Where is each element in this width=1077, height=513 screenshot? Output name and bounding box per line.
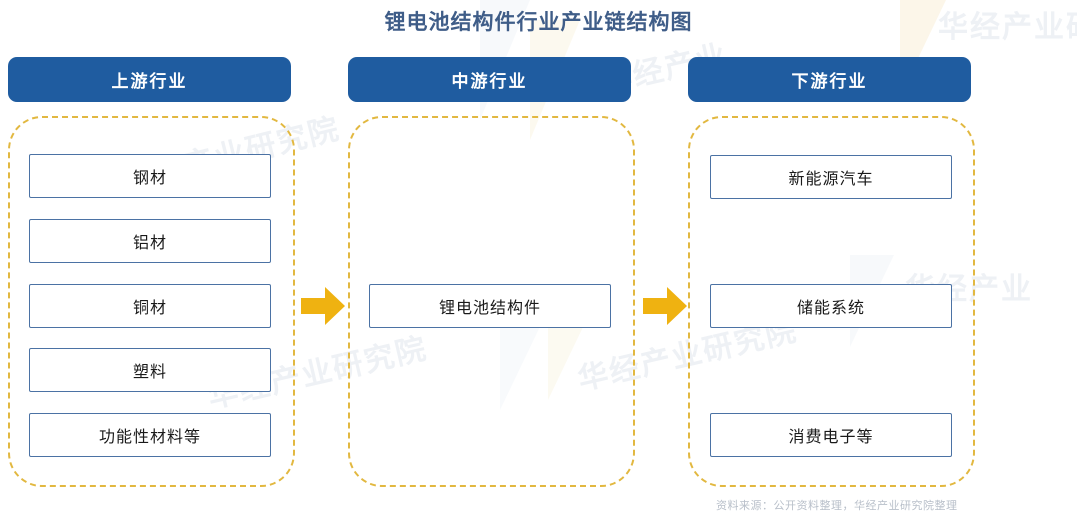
- downstream-item-consumer-electronics-label: 消费电子等: [788, 429, 874, 446]
- zone-downstream: [688, 116, 975, 487]
- column-header-downstream-label: 下游行业: [791, 72, 868, 91]
- column-header-upstream-label: 上游行业: [111, 72, 188, 91]
- downstream-item-new-energy-vehicles[interactable]: 新能源汽车: [710, 155, 952, 199]
- downstream-item-energy-storage-label: 储能系统: [796, 300, 865, 317]
- column-header-upstream[interactable]: 上游行业: [8, 57, 291, 102]
- arrow-right-icon-midstream-to-downstream: [643, 287, 687, 325]
- downstream-item-new-energy-vehicles-label: 新能源汽车: [788, 171, 874, 188]
- upstream-item-aluminum-label: 铝材: [132, 235, 167, 252]
- upstream-item-steel-label: 钢材: [132, 170, 167, 187]
- column-header-downstream[interactable]: 下游行业: [688, 57, 971, 102]
- upstream-item-plastic[interactable]: 塑料: [29, 348, 271, 392]
- upstream-item-steel[interactable]: 钢材: [29, 154, 271, 198]
- upstream-item-copper-label: 铜材: [132, 300, 167, 317]
- midstream-item-battery-structural-parts[interactable]: 锂电池结构件: [369, 284, 611, 328]
- source-footnote: 资料来源：公开资料整理，华经产业研究院整理: [716, 500, 958, 512]
- midstream-item-battery-structural-parts-label: 锂电池结构件: [438, 300, 541, 317]
- zone-upstream: [8, 116, 295, 487]
- upstream-item-copper[interactable]: 铜材: [29, 284, 271, 328]
- upstream-item-aluminum[interactable]: 铝材: [29, 219, 271, 263]
- column-header-midstream-label: 中游行业: [451, 72, 528, 91]
- downstream-item-energy-storage[interactable]: 储能系统: [710, 284, 952, 328]
- upstream-item-plastic-label: 塑料: [132, 364, 167, 381]
- arrow-right-icon-upstream-to-midstream: [301, 287, 345, 325]
- downstream-item-consumer-electronics[interactable]: 消费电子等: [710, 413, 952, 457]
- upstream-item-functional-materials[interactable]: 功能性材料等: [29, 413, 271, 457]
- page-title: 锂电池结构件行业产业链结构图: [384, 11, 693, 34]
- column-header-midstream[interactable]: 中游行业: [348, 57, 631, 102]
- upstream-item-functional-materials-label: 功能性材料等: [98, 429, 201, 446]
